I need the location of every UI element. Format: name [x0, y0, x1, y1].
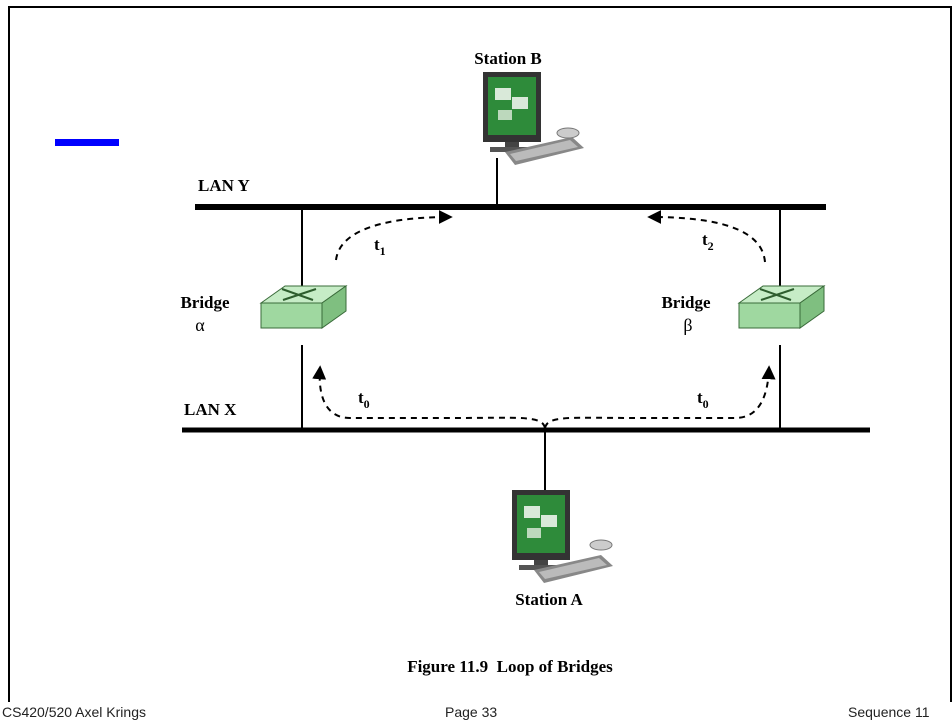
station-b-label: Station B	[474, 49, 542, 68]
footer-sequence: Sequence 11	[848, 704, 930, 720]
footer-page-number: Page 33	[445, 704, 498, 720]
slide-frame	[8, 6, 952, 702]
bridge-alpha-icon	[259, 285, 348, 329]
figure-caption: Figure 11.9 Loop of Bridges	[407, 657, 613, 676]
lan-x-label: LAN X	[184, 400, 237, 419]
station-a-label: Station A	[515, 590, 583, 609]
title-accent-bar	[55, 139, 119, 146]
frame-path-t2-arrow	[647, 210, 766, 263]
bridge-beta-symbol: β	[683, 315, 692, 335]
station-b-computer-icon	[483, 72, 584, 165]
t0-left-label: t0	[358, 388, 370, 411]
bridge-alpha-symbol: α	[195, 315, 205, 335]
frame-path-t1-arrow	[335, 210, 453, 261]
footer-course-author: CS420/520 Axel Krings	[2, 704, 146, 720]
t1-label: t1	[374, 235, 386, 258]
frame-path-t0-left-arrow	[312, 365, 546, 429]
station-a-computer-icon	[512, 490, 613, 583]
frame-path-t0-right-arrow	[544, 365, 776, 429]
bridge-beta-label: Bridge	[661, 293, 711, 312]
lan-y-label: LAN Y	[198, 176, 250, 195]
bridge-alpha-label: Bridge	[180, 293, 230, 312]
bridge-beta-icon	[737, 285, 826, 329]
t0-right-label: t0	[697, 388, 709, 411]
t2-label: t2	[702, 230, 714, 253]
